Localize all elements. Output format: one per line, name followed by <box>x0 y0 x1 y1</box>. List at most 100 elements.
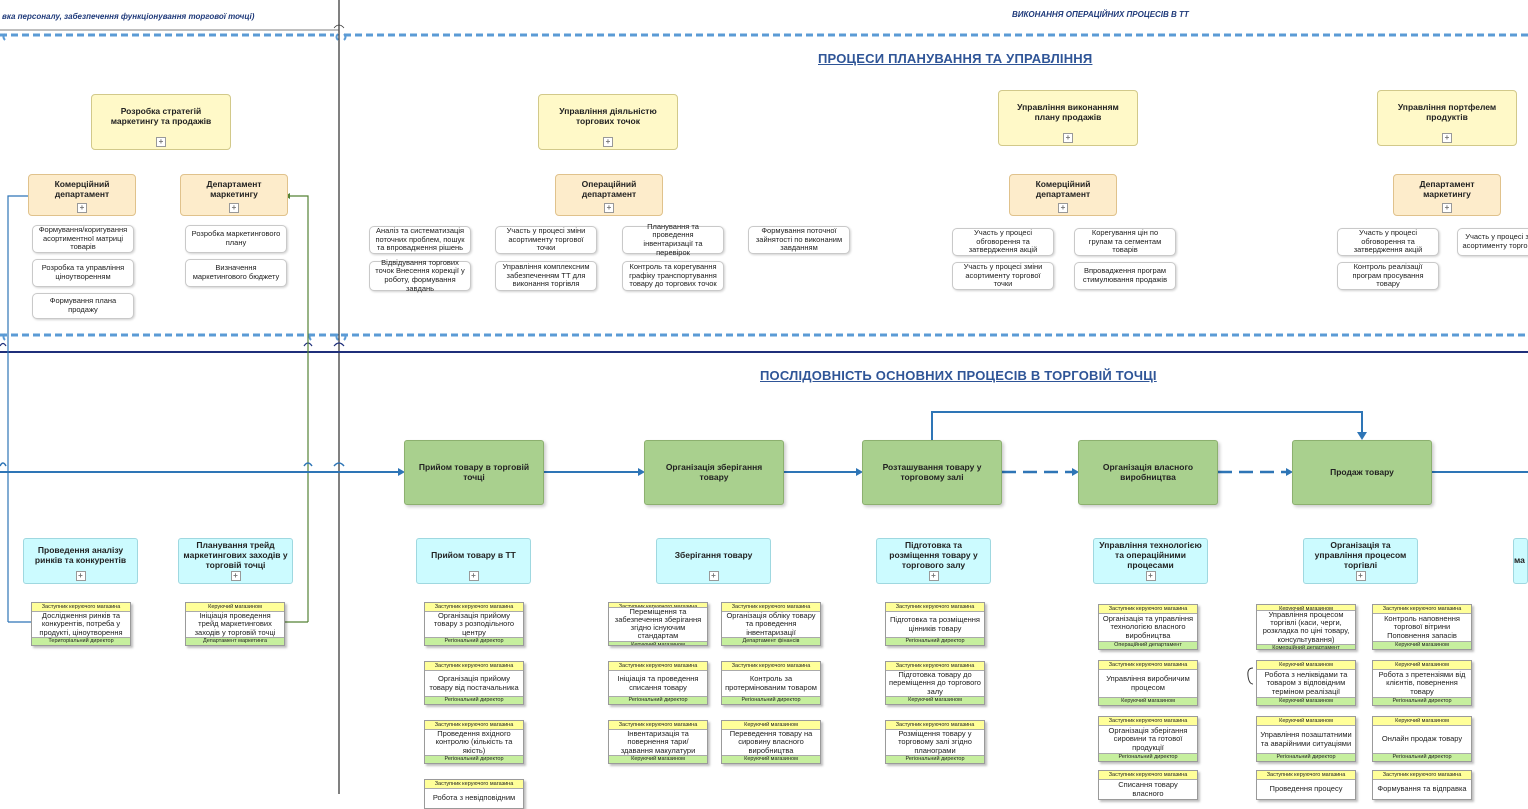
sub-process-label: Зберігання товару <box>674 550 753 561</box>
expand-icon[interactable]: + <box>604 203 614 213</box>
expand-icon[interactable]: + <box>1058 203 1068 213</box>
card-task: Інвентаризація та повернення тари/ здава… <box>620 729 696 755</box>
task-box[interactable]: Формування поточної зайнятості по викона… <box>748 226 850 254</box>
expand-icon[interactable]: + <box>1442 133 1452 143</box>
card-owner: Регіональний директор <box>425 637 523 645</box>
department-label: Департамент маркетингу <box>206 179 262 199</box>
task-box[interactable]: Контроль реалізації програм просування т… <box>1337 262 1439 290</box>
card-task: Контроль наповнення торгової вітрини Поп… <box>1384 614 1460 640</box>
sub-process[interactable]: ма <box>1513 538 1528 584</box>
card-owner: Керуючий магазином <box>609 755 707 763</box>
task-box[interactable]: Контроль та корегування графіку транспор… <box>622 261 724 291</box>
process-label: Розробка стратегій маркетингу та продажі… <box>110 106 212 126</box>
task-box[interactable]: Участь у процесі зміни асортименту торго… <box>495 226 597 254</box>
planning-process[interactable]: Управління виконанням плану продажів+ <box>998 90 1138 146</box>
main-flow-step[interactable]: Організація зберігання товару <box>644 440 784 505</box>
main-flow-step[interactable]: Продаж товару <box>1292 440 1432 505</box>
task-box[interactable]: Участь у процесі зміни асортименту торго… <box>952 262 1054 290</box>
sub-process[interactable]: Прийом товару в ТТ+ <box>416 538 531 584</box>
card-task: Проведення процесу <box>1269 784 1343 794</box>
task-box[interactable]: Участь у процесі обговорення та затвердж… <box>952 228 1054 256</box>
task-box[interactable]: Участь у процесі обговорення та затвердж… <box>1337 228 1439 256</box>
expand-icon[interactable]: + <box>603 137 613 147</box>
expand-icon[interactable]: + <box>1355 571 1366 581</box>
planning-process[interactable]: Управління портфелем продуктів+ <box>1377 90 1517 146</box>
card-task: Переведення товару на сировину власного … <box>729 729 813 755</box>
department-box[interactable]: Комерційний департамент+ <box>28 174 136 216</box>
main-flow-step[interactable]: Прийом товару в торговій точці <box>404 440 544 505</box>
task-box[interactable]: Планування та проведення інвентаризації … <box>622 222 724 256</box>
card-owner: Регіональний директор <box>1373 753 1471 761</box>
main-flow-step[interactable]: Розташування товару у торговому залі <box>862 440 1002 505</box>
expand-icon[interactable]: + <box>77 203 87 213</box>
expand-icon[interactable]: + <box>708 571 719 581</box>
card-owner: Територіальний директор <box>32 637 130 645</box>
sub-process[interactable]: Зберігання товару + <box>656 538 771 584</box>
expand-icon[interactable]: + <box>468 571 479 581</box>
task-box[interactable]: Відвідування торгових точок Внесення кор… <box>369 258 471 292</box>
card-owner: Керуючий магазином <box>1257 697 1355 705</box>
department-box[interactable]: Департамент маркетингу + <box>180 174 288 216</box>
task-box[interactable]: Формування/коригування асортиментної мат… <box>32 225 134 253</box>
task-box[interactable]: Участь у процесі з асортименту торгов <box>1457 228 1528 256</box>
section-title-main: ПОСЛІДОВНІСТЬ ОСНОВНИХ ПРОЦЕСІВ В ТОРГОВ… <box>760 368 1157 383</box>
department-box[interactable]: Операційний департамент+ <box>555 174 663 216</box>
section-title-planning: ПРОЦЕСИ ПЛАНУВАННЯ ТА УПРАВЛІННЯ <box>818 51 1093 66</box>
task-box[interactable]: Формування плана продажу <box>32 293 134 319</box>
task-box[interactable]: Визначення маркетингового бюджету <box>185 259 287 287</box>
card-responsible: Керуючий магазином <box>1373 717 1471 726</box>
sub-process[interactable]: Підготовка та розміщення товару у торгов… <box>876 538 991 584</box>
planning-process[interactable]: Управління діяльністю торгових точок+ <box>538 94 678 150</box>
task-box[interactable]: Розробка маркетингового плану <box>185 225 287 253</box>
sub-process[interactable]: Проведення аналізу ринків та конкурентів… <box>23 538 138 584</box>
sub-process[interactable]: Управління технологією та операційними п… <box>1093 538 1208 584</box>
planning-process[interactable]: Розробка стратегій маркетингу та продажі… <box>91 94 231 150</box>
sub-process[interactable]: Планування трейд маркетингових заходів у… <box>178 538 293 584</box>
expand-icon[interactable]: + <box>1063 133 1073 143</box>
expand-icon[interactable]: + <box>156 137 166 147</box>
expand-icon[interactable]: + <box>230 571 241 581</box>
task-box[interactable]: Розробка та управління ціноутворенням <box>32 259 134 287</box>
task-box[interactable]: Впровадження програм стимулювання продаж… <box>1074 262 1176 290</box>
main-flow-step[interactable]: Організація власного виробництва <box>1078 440 1218 505</box>
expand-icon[interactable]: + <box>229 203 239 213</box>
department-box[interactable]: Комерційний департамент+ <box>1009 174 1117 216</box>
expand-icon[interactable]: + <box>928 571 939 581</box>
task-box[interactable]: Корегування цін по групам та сегментам т… <box>1074 228 1176 256</box>
department-box[interactable]: Департамент маркетингу+ <box>1393 174 1501 216</box>
task-box[interactable]: Управління комплексним забезпеченням ТТ … <box>495 261 597 291</box>
card-task: Ініціація проведення трейд маркетингових… <box>194 611 276 637</box>
expand-icon[interactable]: + <box>1145 571 1156 581</box>
expand-icon[interactable]: + <box>75 571 86 581</box>
task-box[interactable]: Аналіз та систематизація поточних пробле… <box>369 226 471 254</box>
expand-icon[interactable]: + <box>1442 203 1452 213</box>
sub-process[interactable]: Організація та управління процесом торгі… <box>1303 538 1418 584</box>
